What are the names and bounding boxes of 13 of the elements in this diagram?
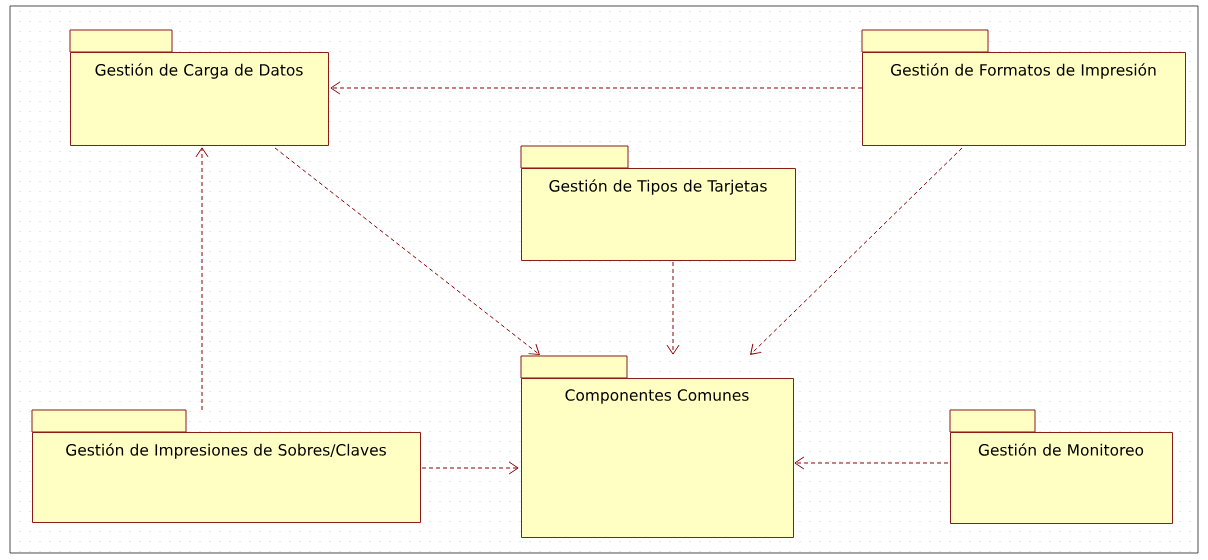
dependency-arrow (794, 456, 949, 470)
dependency-arrow (421, 461, 519, 475)
dependency-arrow (750, 147, 963, 355)
dependency-arrow (274, 147, 540, 355)
dependency-arrow (330, 81, 863, 95)
package-box: Componentes Comunes (520, 355, 794, 538)
package-box: Gestión de Impresiones de Sobres/Claves (31, 409, 421, 523)
package-box: Gestión de Formatos de Impresión (861, 29, 1186, 146)
package-box: Gestión de Monitoreo (949, 409, 1173, 524)
dependency-arrow (666, 261, 680, 355)
package-box: Gestión de Carga de Datos (69, 29, 329, 146)
dependency-arrow (195, 147, 209, 411)
package-box: Gestión de Tipos de Tarjetas (520, 145, 796, 261)
